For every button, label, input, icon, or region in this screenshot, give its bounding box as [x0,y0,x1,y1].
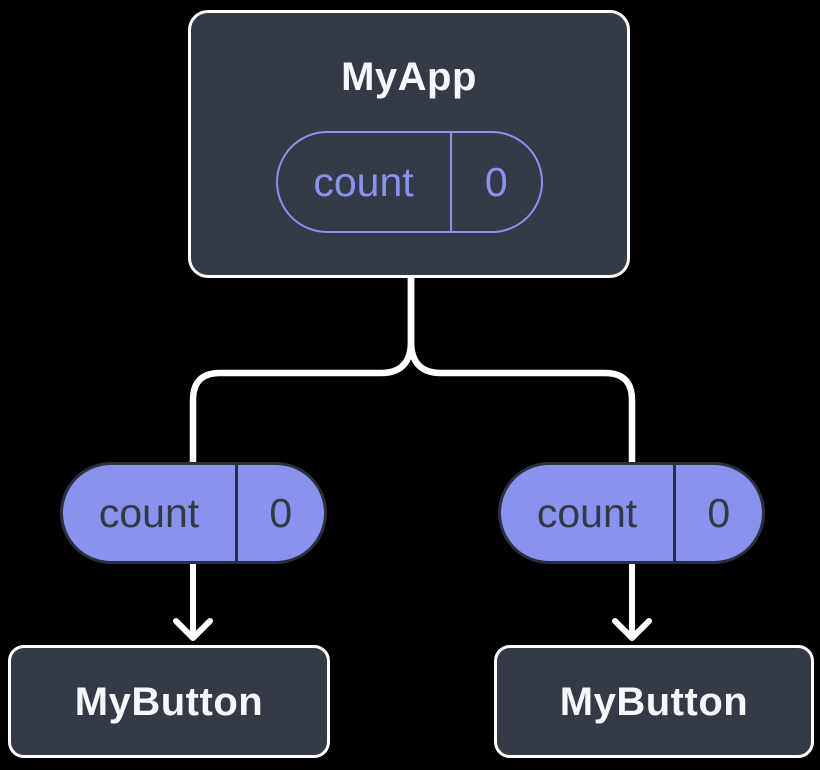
pill-divider [673,465,676,561]
component-title-mybutton-left: MyButton [74,679,264,724]
prop-pill-value: 0 [707,489,731,536]
state-pill-value: 0 [484,158,508,205]
prop-pill-left: count 0 [60,462,327,564]
pill-divider [449,133,452,231]
arrow-right-head-icon [612,618,652,641]
component-title-myapp: MyApp [341,55,477,99]
prop-pill-label: count [98,489,200,536]
prop-pill-right: count 0 [498,462,765,564]
prop-pill-value: 0 [269,489,293,536]
component-node-myapp: MyApp count 0 [188,10,630,278]
fork-connector-right [407,276,636,464]
component-node-mybutton-left: MyButton [8,645,330,758]
fork-connector-left [189,276,415,464]
state-pill-label: count [313,158,414,205]
arrow-left-head-icon [173,618,213,641]
component-node-mybutton-right: MyButton [494,645,814,758]
component-title-mybutton-right: MyButton [559,679,749,724]
state-pill-myapp: count 0 [275,131,543,233]
pill-divider [235,465,238,561]
prop-pill-label: count [536,489,638,536]
